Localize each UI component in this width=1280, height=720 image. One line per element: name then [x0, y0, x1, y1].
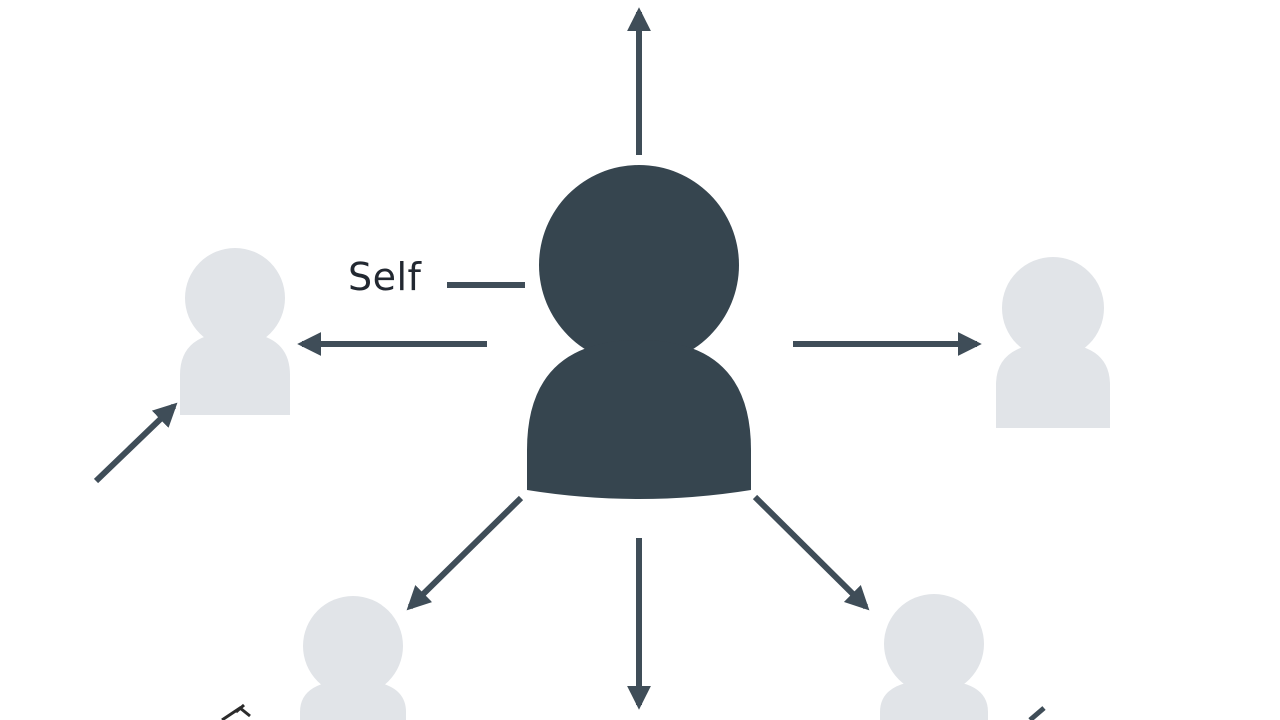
person-right-icon: [996, 257, 1110, 428]
person-left-icon: [180, 248, 290, 415]
self-label: Self: [348, 255, 422, 299]
partial-sketch-icon: [221, 703, 251, 720]
self-person-icon: [527, 165, 751, 499]
person-bottom-right-icon: [880, 594, 988, 720]
arrow-down-left: [406, 495, 524, 611]
partial-arrow-mark: [1028, 706, 1046, 720]
arrow-down-right: [752, 494, 870, 611]
person-bottom-left-icon: [300, 596, 406, 720]
arrow-incoming-left: [93, 402, 178, 484]
